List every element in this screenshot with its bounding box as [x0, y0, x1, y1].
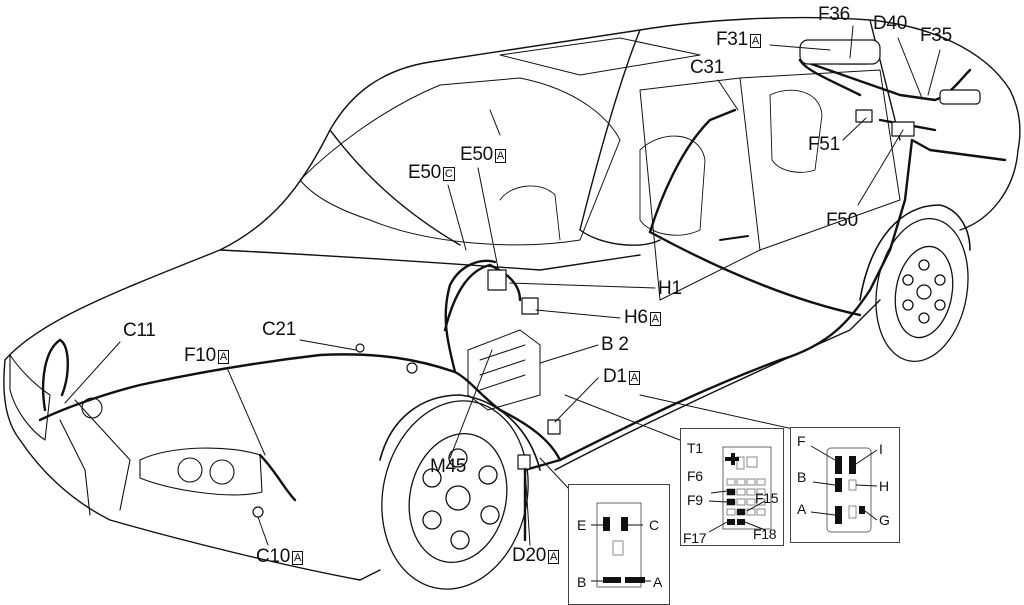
callout-f31-variant: A [749, 34, 761, 48]
fuse-label-f6: F6 [687, 468, 703, 484]
relay-pin-a: A [797, 501, 807, 517]
connector-pin-e: E [577, 517, 587, 533]
callout-e50c-variant: C [442, 167, 455, 181]
relay-pin-b: B [797, 469, 807, 485]
callout-d20-variant: A [547, 550, 560, 564]
callout-m45: M45 [430, 456, 467, 477]
fuse-label-f15: F15 [755, 490, 779, 506]
relay-pin-i: I [879, 441, 883, 457]
seats [499, 89, 823, 241]
callout-d20-code: D20 [512, 545, 546, 566]
connector-pin-c: C [649, 517, 659, 533]
callout-d40: D40 [873, 13, 907, 34]
leader-lines [64, 25, 941, 546]
fuse-label-t1: T1 [687, 440, 703, 456]
callout-c10-code: C10 [256, 546, 290, 567]
connectors [252, 39, 981, 518]
relay-pin-f: F [797, 433, 806, 449]
callout-f35: F35 [920, 25, 952, 46]
callout-f36: F36 [818, 4, 850, 25]
callout-c11: C11 [123, 320, 156, 341]
callout-h6-variant: A [649, 312, 661, 326]
doors [639, 69, 901, 301]
callout-h1: H1 [658, 278, 682, 299]
callout-e50a-variant: A [494, 149, 506, 163]
callout-f10-code: F10 [184, 345, 216, 366]
callout-b2: B 2 [601, 334, 629, 355]
windshield [299, 77, 621, 246]
relay-pin-g: G [879, 512, 890, 528]
callout-f10-variant: A [217, 350, 229, 364]
connector-pin-a: A [653, 574, 663, 590]
callout-c31: C31 [690, 57, 724, 78]
headlight [9, 354, 263, 496]
front-grille [59, 397, 131, 516]
connector-face [591, 502, 651, 588]
fuse-board [708, 446, 772, 533]
fuse-label-f18: F18 [753, 526, 777, 542]
callout-e50c-code: E50 [408, 162, 441, 183]
relay-pin-h: H [879, 478, 889, 494]
callout-d1-variant: A [628, 371, 640, 385]
relay-inset-panel: F I B H A G [790, 427, 900, 543]
callout-f31-code: F31 [716, 29, 748, 50]
fuse-label-f9: F9 [687, 492, 703, 508]
callout-h6-code: H6 [624, 307, 648, 328]
sunroof [499, 37, 701, 76]
relay-socket [810, 445, 878, 533]
connector-pin-b: B [577, 574, 587, 590]
callout-d1-code: D1 [603, 366, 627, 387]
callout-f50: F50 [826, 210, 858, 231]
callout-e50a-code: E50 [460, 144, 493, 165]
callout-c10-variant: A [291, 551, 304, 565]
fuse-label-f17: F17 [683, 530, 707, 546]
engine-fusebox [467, 329, 541, 411]
wiring-harness [38, 58, 1007, 542]
callout-f51: F51 [808, 134, 840, 155]
fuse-inset-panel: T1 F6 F9 F15 F17 F18 [680, 428, 784, 546]
connector-inset-panel: E C B A [568, 484, 670, 605]
callout-c21: C21 [262, 319, 296, 340]
rear-wheel [859, 204, 971, 362]
